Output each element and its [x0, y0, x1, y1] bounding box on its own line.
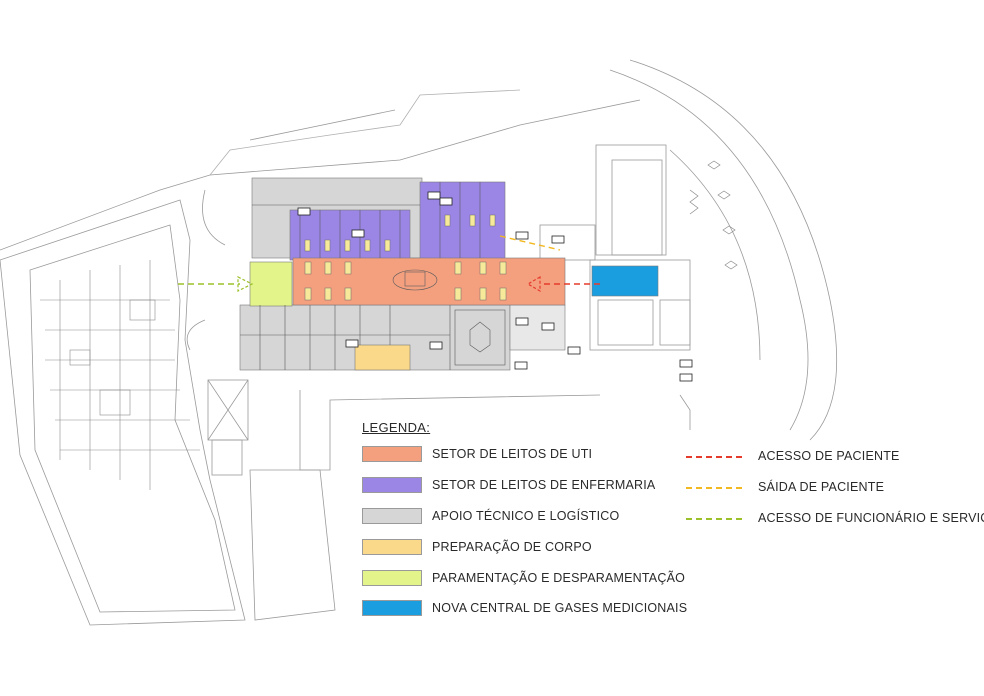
zone-uti	[292, 257, 566, 306]
zone-paramentacao	[249, 261, 293, 307]
zone-gases	[591, 265, 659, 297]
zone-preparacao	[354, 344, 411, 371]
zone-enfermaria	[289, 209, 411, 261]
